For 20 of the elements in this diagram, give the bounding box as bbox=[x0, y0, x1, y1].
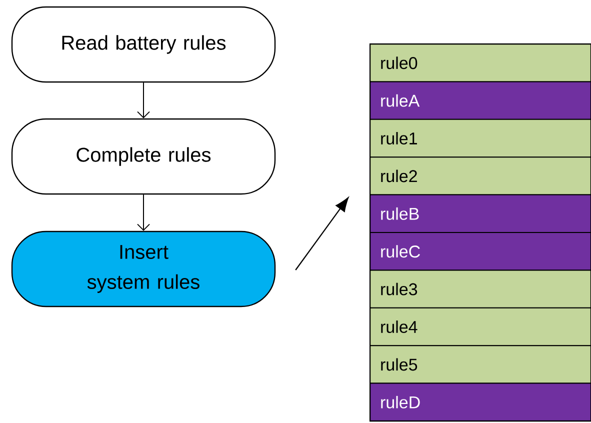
table-row: rule4 bbox=[370, 307, 591, 346]
table-row: rule3 bbox=[370, 270, 591, 308]
node-label: rule3 bbox=[381, 282, 418, 296]
arrow bbox=[137, 82, 150, 118]
table-row: rule1 bbox=[370, 118, 591, 158]
process-box: Complete rules bbox=[11, 118, 276, 195]
table-row: rule2 bbox=[370, 156, 591, 196]
table-row: ruleA bbox=[370, 81, 591, 120]
rule-table bbox=[369, 43, 591, 422]
node-label: ruleB bbox=[381, 207, 419, 220]
node-label: rule1 bbox=[381, 132, 417, 144]
table-row: ruleB bbox=[370, 194, 591, 233]
process-box: Insert system rules bbox=[11, 230, 276, 308]
arrow bbox=[137, 194, 150, 231]
table-row: rule0 bbox=[370, 44, 591, 82]
table-row: ruleD bbox=[370, 382, 591, 422]
arrow bbox=[295, 197, 349, 270]
process-box: Read battery rules bbox=[11, 6, 276, 83]
table-row: ruleC bbox=[370, 232, 591, 271]
table-row: rule5 bbox=[370, 345, 591, 384]
